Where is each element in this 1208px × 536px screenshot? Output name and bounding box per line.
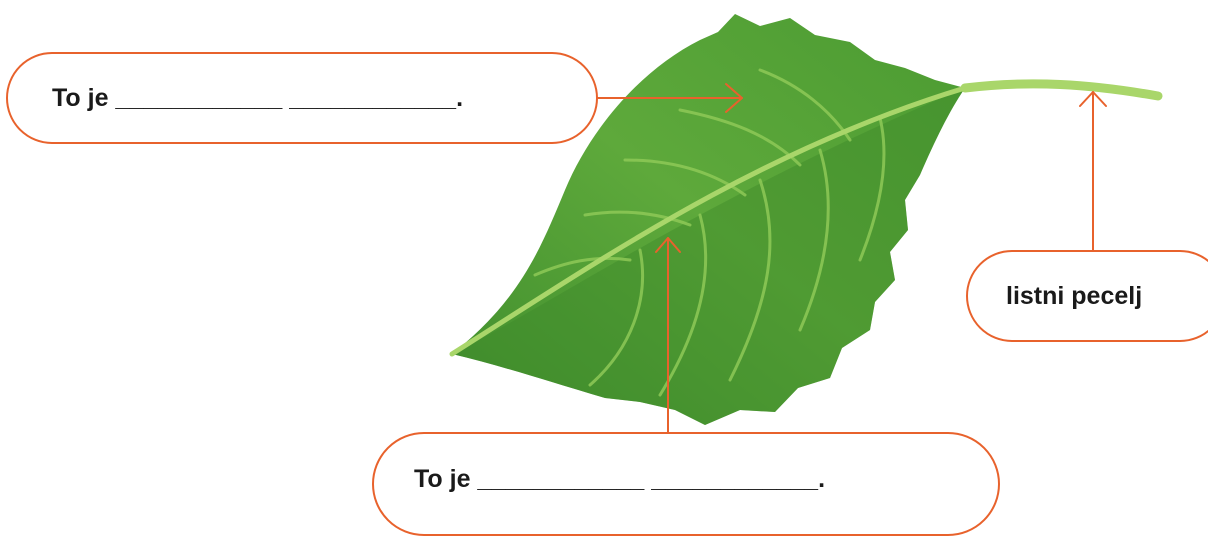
pointer-arrowhead-top — [725, 83, 743, 113]
pointer-arrowhead-right — [1079, 91, 1107, 107]
callout-top-text: To je ____________ ____________. — [52, 83, 464, 112]
callout-top: To je ____________ ____________. — [6, 52, 598, 144]
callout-right: listni pecelj — [966, 250, 1208, 342]
leaf-side-veins — [533, 68, 886, 397]
leaf-midrib — [449, 85, 968, 357]
leaf-shadow — [452, 88, 965, 425]
leaf-diagram — [449, 14, 1163, 433]
callout-bottom: To je ____________ ____________. — [372, 432, 1000, 536]
callout-bottom-text: To je ____________ ____________. — [414, 464, 826, 493]
leaf-blade — [452, 14, 965, 425]
leaf-stem — [960, 79, 1163, 101]
pointer-arrowhead-bottom — [655, 237, 681, 253]
callout-right-text: listni pecelj — [1006, 281, 1143, 310]
